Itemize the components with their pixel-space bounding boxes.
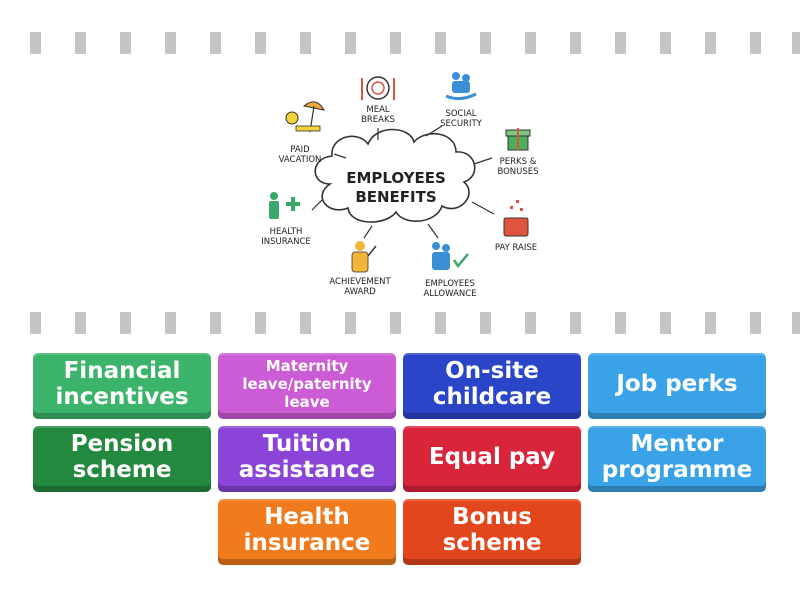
- caption-perks-bonuses-1: PERKS &: [500, 157, 537, 167]
- tile-label: Bonus scheme: [442, 503, 542, 556]
- top-divider: [0, 32, 800, 54]
- tile-label: Tuition assistance: [238, 430, 376, 483]
- connector-arrows: [311, 125, 495, 239]
- perks-bonuses-icon: [505, 128, 531, 151]
- tile-tuition-assistance[interactable]: Tuition assistance: [218, 426, 396, 492]
- caption-social-security-2: SECURITY: [440, 119, 483, 129]
- caption-achievement-award-1: ACHIEVEMENT: [329, 277, 391, 287]
- tile-equal-pay[interactable]: Equal pay: [403, 426, 581, 492]
- diagram-title-line2: BENEFITS: [355, 188, 436, 206]
- achievement-award-icon: [351, 241, 377, 273]
- paid-vacation-icon: [285, 101, 325, 133]
- tile-mentor-programme[interactable]: Mentor programme: [588, 426, 766, 492]
- tile-label: Financial incentives: [55, 357, 189, 410]
- diagram-title-line1: EMPLOYEES: [346, 169, 446, 187]
- tile-job-perks[interactable]: Job perks: [588, 353, 766, 419]
- tile-label: Mentor programme: [601, 430, 753, 483]
- tile-label: Maternity leave/paternity leave: [242, 357, 372, 411]
- social-security-icon: [445, 72, 477, 101]
- tile-label: Equal pay: [428, 443, 556, 470]
- caption-health-insurance-1: HEALTH: [270, 227, 303, 237]
- caption-social-security-1: SOCIAL: [445, 109, 476, 119]
- caption-achievement-award-2: AWARD: [344, 287, 376, 297]
- caption-paid-vacation-2: VACATION: [279, 155, 322, 165]
- caption-paid-vacation-1: PAID: [290, 145, 310, 155]
- tile-financial-incentives[interactable]: Financial incentives: [33, 353, 211, 419]
- tile-label: On-site childcare: [432, 357, 552, 410]
- employees-allowance-icon: [432, 242, 469, 270]
- bottom-divider: [0, 312, 800, 334]
- meal-breaks-icon: [361, 76, 395, 100]
- tile-maternity-leave[interactable]: Maternity leave/paternity leave: [218, 353, 396, 419]
- caption-employees-allowance-1: EMPLOYEES: [425, 279, 475, 289]
- tile-label: Health insurance: [243, 503, 371, 556]
- caption-meal-breaks-1: MEAL: [366, 105, 390, 115]
- tile-label: Job perks: [616, 370, 738, 397]
- caption-employees-allowance-2: ALLOWANCE: [423, 289, 476, 299]
- caption-meal-breaks-2: BREAKS: [361, 115, 395, 125]
- caption-health-insurance-2: INSURANCE: [261, 237, 311, 247]
- tile-label: Pension scheme: [70, 430, 174, 483]
- caption-perks-bonuses-2: BONUSES: [497, 167, 538, 177]
- pay-raise-icon: [503, 200, 529, 237]
- health-insurance-icon: [269, 192, 300, 219]
- tile-bonus-scheme[interactable]: Bonus scheme: [403, 499, 581, 565]
- caption-pay-raise-1: PAY RAISE: [495, 243, 537, 253]
- tile-on-site-childcare[interactable]: On-site childcare: [403, 353, 581, 419]
- tile-health-insurance[interactable]: Health insurance: [218, 499, 396, 565]
- employee-benefits-diagram: EMPLOYEES BENEFITS: [261, 72, 539, 299]
- tile-pension-scheme[interactable]: Pension scheme: [33, 426, 211, 492]
